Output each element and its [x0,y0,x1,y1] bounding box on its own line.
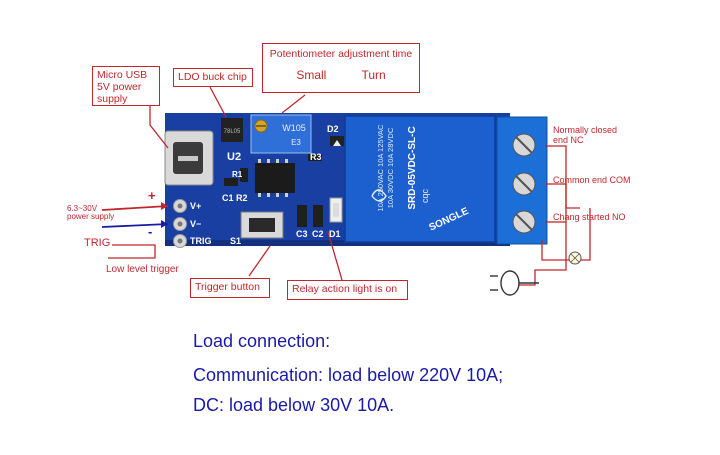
com-label: Common end COM [553,175,631,185]
r3-resistor [308,154,322,161]
no-label: Chang started NO [553,212,626,222]
pcb-edge [165,240,510,246]
nc-label-line-2: end NC [553,135,584,145]
relay-light-callout: Relay action light is on [287,280,408,300]
supply-arrowhead-minus [161,220,168,228]
load-note-dc: DC: load below 30V 10A. [193,395,395,415]
supply-arrow-minus [101,223,169,228]
supply-minus-sign: - [148,224,153,239]
micro-usb-callout-line-3: supply [97,93,128,105]
supply-arrow-plus [101,205,169,211]
potentiometer-code: W105 [282,123,306,133]
supply-plus-sign: + [148,188,156,203]
power-plug-icon [490,270,539,296]
ldo-chip [221,118,243,142]
c3-label: C3 [296,229,308,239]
relay-model: SRD-05VDC-SL-C [407,126,418,209]
d2-label: D2 [327,124,339,134]
c1-capacitor [224,178,238,186]
d1-led-core [333,203,339,217]
pot-small-label: Small [296,68,327,82]
d1-label: D1 [329,229,341,239]
potentiometer-callout-range: Small Turn [267,69,415,81]
nc-label-line-1: Normally closed [553,125,618,135]
u2-label: U2 [227,151,242,163]
r3-label: R3 [310,152,322,162]
lamp-icon [568,251,582,265]
r2-label: R2 [236,193,248,203]
ldo-callout: LDO buck chip [173,68,253,87]
terminal-screws [512,133,536,234]
potentiometer-callout: Potentiometer adjustment time Small Turn [262,43,420,93]
trig-connector [108,244,156,259]
s1-button-cap [249,218,275,232]
c2-label: C2 [312,229,324,239]
c2-capacitor [313,205,323,227]
pin-trig-label: TRIG [190,236,212,246]
c1-label: C1 [222,193,234,203]
micro-usb-callout-line-1: Micro USB [97,69,148,81]
low-level-trigger-label: Low level trigger [106,264,179,275]
relay-line-2: 10A 30VDC 10A 28VDC [386,127,395,208]
trigger-button-callout: Trigger button [190,278,270,298]
micro-usb-callout-line-2: 5V power [97,81,142,93]
micro-usb-callout: Micro USB 5V power supply [92,66,160,106]
potentiometer-callout-title: Potentiometer adjustment time [269,48,413,60]
timer-ic [255,163,295,193]
s1-label: S1 [230,236,242,246]
r1-label: R1 [232,170,243,179]
relay-cert: cqc [420,189,430,204]
pin-vplus-label: V+ [190,201,202,211]
potentiometer [250,114,312,154]
load-note-ac: Communication: load below 220V 10A; [193,365,504,385]
d2-diode-mark [333,140,341,146]
supply-voltage-line-2: power supply [67,212,115,221]
supply-voltage-line-1: 6.3~30V [67,204,98,213]
relay-ul-mark [371,189,387,202]
nc-label: Normally closed end NC [553,125,617,145]
pin-vminus-label: V− [190,219,202,229]
relay [344,115,496,243]
callout-connectors [149,86,591,286]
header-pins [173,199,187,248]
supply-arrowhead-plus [161,202,168,210]
trig-side-label: TRIG [84,237,111,249]
pot-turn-label: Turn [361,68,386,82]
supply-voltage-label: 6.3~30V power supply [67,205,114,221]
micro-usb-tongue [178,156,198,161]
load-connection-title: Load connection: [193,331,331,351]
potentiometer-subcode: E3 [291,138,301,147]
ldo-chip-label: 78L05 [224,129,241,135]
r1-resistor [240,168,248,182]
c3-capacitor [297,205,307,227]
relay-line-1: 10A 250VAC 10A 125VAC [376,124,385,211]
